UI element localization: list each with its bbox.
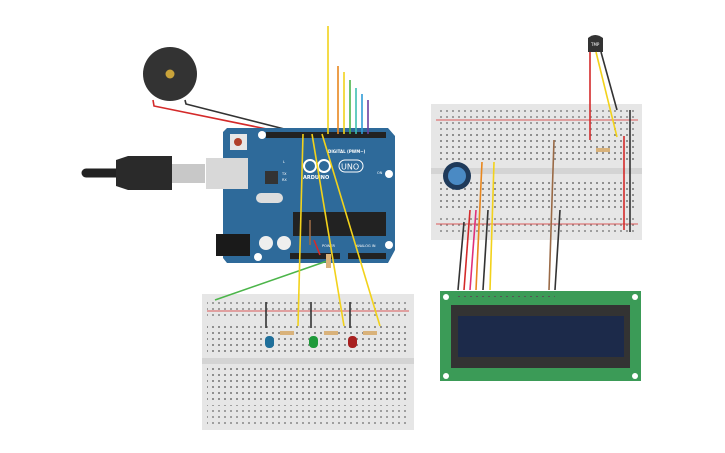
piezo-buzzer[interactable] bbox=[143, 47, 197, 101]
digital-header bbox=[266, 132, 386, 138]
atmega-chip bbox=[293, 212, 386, 236]
analog-label: ANALOG IN bbox=[356, 244, 376, 248]
wire-lcd-k[interactable] bbox=[554, 209, 561, 291]
rx-label: RX bbox=[282, 178, 287, 182]
led-red[interactable] bbox=[348, 336, 357, 348]
power-label: POWER bbox=[322, 244, 336, 248]
arduino-model: UNO bbox=[341, 163, 359, 172]
wire-tmp-black[interactable] bbox=[600, 51, 618, 111]
wire-lcd-rw[interactable] bbox=[482, 209, 489, 291]
potentiometer[interactable] bbox=[443, 162, 471, 190]
wire-buzzer-red[interactable] bbox=[152, 99, 297, 136]
wire-tmp-yellow[interactable] bbox=[595, 51, 618, 138]
usb-port bbox=[206, 158, 248, 189]
analog-header bbox=[348, 253, 386, 259]
arduino-uno[interactable]: ARDUINO UNO DIGITAL (PWM~) ON L TX RX PO… bbox=[206, 128, 395, 263]
arduino-logo-icon bbox=[303, 159, 317, 173]
on-label: ON bbox=[377, 171, 383, 175]
lcd-screen bbox=[458, 316, 624, 357]
tmp36-sensor[interactable]: TMP bbox=[588, 35, 603, 52]
wire-green-gnd[interactable] bbox=[214, 259, 331, 301]
led-l-label: L bbox=[283, 160, 285, 164]
tx-label: TX bbox=[281, 172, 287, 176]
wire-lcd-gnd[interactable] bbox=[457, 221, 465, 291]
lcd-16x2[interactable] bbox=[440, 291, 641, 381]
wire-lcd-rs[interactable] bbox=[475, 161, 483, 291]
wire-brown-lcd[interactable] bbox=[548, 139, 555, 291]
wire-led-red[interactable] bbox=[321, 133, 381, 327]
wire-led-green[interactable] bbox=[311, 133, 345, 327]
arduino-brand: ARDUINO bbox=[303, 175, 329, 181]
digital-label: DIGITAL (PWM~) bbox=[328, 149, 366, 154]
resistor-2[interactable] bbox=[324, 331, 338, 335]
wire-lcd-e[interactable] bbox=[489, 161, 495, 291]
led-blue[interactable] bbox=[265, 336, 274, 348]
tmp-label: TMP bbox=[590, 42, 600, 47]
resistor-1[interactable] bbox=[280, 331, 294, 335]
usb-cable[interactable] bbox=[81, 156, 205, 190]
wire-buzzer-black[interactable] bbox=[184, 99, 301, 134]
power-header bbox=[290, 253, 340, 259]
led-green[interactable] bbox=[309, 336, 318, 348]
power-jack bbox=[216, 234, 250, 256]
wire-lcd-vcc[interactable] bbox=[463, 209, 471, 291]
resistor-arduino[interactable] bbox=[326, 254, 331, 268]
wire-lcd-v0[interactable] bbox=[469, 209, 477, 291]
resistor-3[interactable] bbox=[363, 331, 377, 335]
wire-red-5v[interactable] bbox=[313, 239, 321, 256]
breadboard-bottom[interactable] bbox=[202, 294, 414, 430]
resistor-tmp[interactable] bbox=[596, 148, 610, 152]
wire-led-blue[interactable] bbox=[297, 133, 304, 327]
